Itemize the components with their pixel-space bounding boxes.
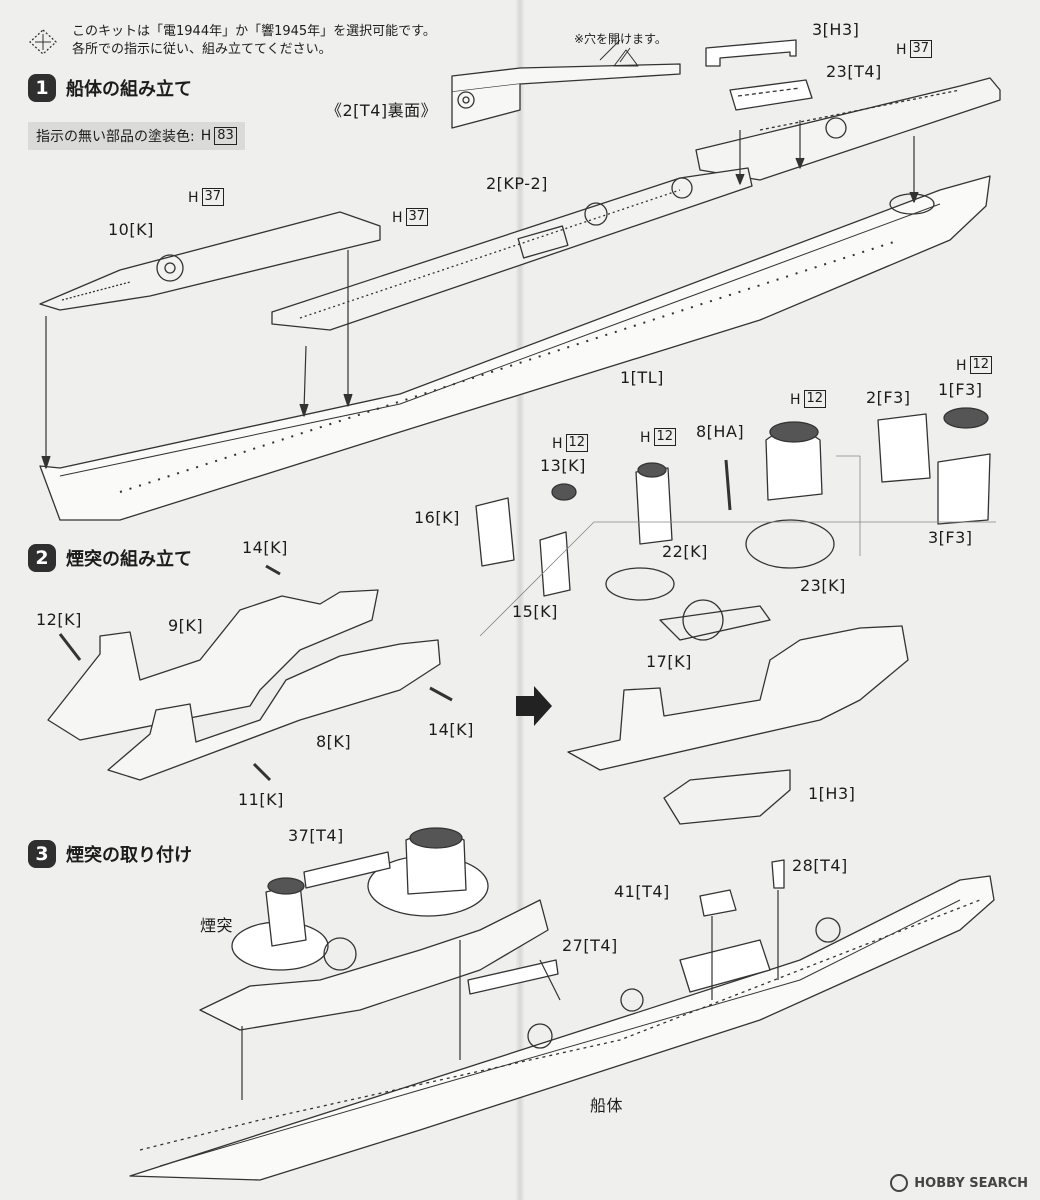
step-number: 3: [28, 840, 56, 868]
part-label: 28[T4]: [792, 856, 848, 875]
part-label: 15[K]: [512, 602, 558, 621]
part-label: 9[K]: [168, 616, 204, 635]
part-label: 10[K]: [108, 220, 154, 239]
page-spine: [516, 0, 524, 1200]
part-label: 14[K]: [428, 720, 474, 739]
part-label: 11[K]: [238, 790, 284, 809]
paint-note-label: 指示の無い部品の塗装色:: [36, 129, 195, 145]
part-label: 8[K]: [316, 732, 352, 751]
hull-label: 船体: [590, 1096, 624, 1115]
part-label: 3[H3]: [812, 20, 860, 39]
part-label: 17[K]: [646, 652, 692, 671]
reverse-side-label: 《2[T4]裏面》: [326, 101, 438, 120]
part-label: 3[F3]: [928, 528, 973, 547]
step-1-header: 1 船体の組み立て: [28, 74, 192, 102]
part-label: 16[K]: [414, 508, 460, 527]
part-label: 27[T4]: [562, 936, 618, 955]
intro-line-1: このキットは「電1944年」か「響1945年」を選択可能です。: [72, 24, 436, 39]
paint-code: 83: [214, 127, 237, 145]
brand-watermark: HOBBY SEARCH: [890, 1174, 1028, 1192]
funnel-label: 煙突: [200, 916, 234, 935]
step-title: 煙突の取り付け: [66, 845, 192, 866]
step-title: 船体の組み立て: [66, 79, 192, 100]
intro-line-2: 各所での指示に従い、組み立ててください。: [72, 42, 332, 57]
part-label: 14[K]: [242, 538, 288, 557]
step-title: 煙突の組み立て: [66, 549, 192, 570]
drill-note: ※穴を開けます。: [574, 32, 667, 46]
step-3-header: 3 煙突の取り付け: [28, 840, 192, 868]
step-2-header: 2 煙突の組み立て: [28, 544, 192, 572]
part-label: 1[F3]: [938, 380, 983, 399]
part-label: 12[K]: [36, 610, 82, 629]
dotted-diamond-icon: [29, 29, 57, 55]
part-label: 22[K]: [662, 542, 708, 561]
part-label: 8[HA]: [696, 422, 745, 441]
part-label: 23[K]: [800, 576, 846, 595]
part-label: 2[KP-2]: [486, 174, 548, 193]
part-label: 41[T4]: [614, 882, 670, 901]
brand-logo-icon: [890, 1174, 909, 1192]
step-number: 1: [28, 74, 56, 102]
part-label: 1[TL]: [620, 368, 664, 387]
step-number: 2: [28, 544, 56, 572]
part-label: 23[T4]: [826, 62, 882, 81]
part-label: 1[H3]: [808, 784, 856, 803]
part-label: 13[K]: [540, 456, 586, 475]
part-label: 2[F3]: [866, 388, 911, 407]
part-label: 37[T4]: [288, 826, 344, 845]
paint-prefix: H: [200, 128, 212, 144]
brand-name: HOBBY SEARCH: [914, 1175, 1028, 1191]
default-paint-note: 指示の無い部品の塗装色: H 83: [28, 122, 245, 150]
